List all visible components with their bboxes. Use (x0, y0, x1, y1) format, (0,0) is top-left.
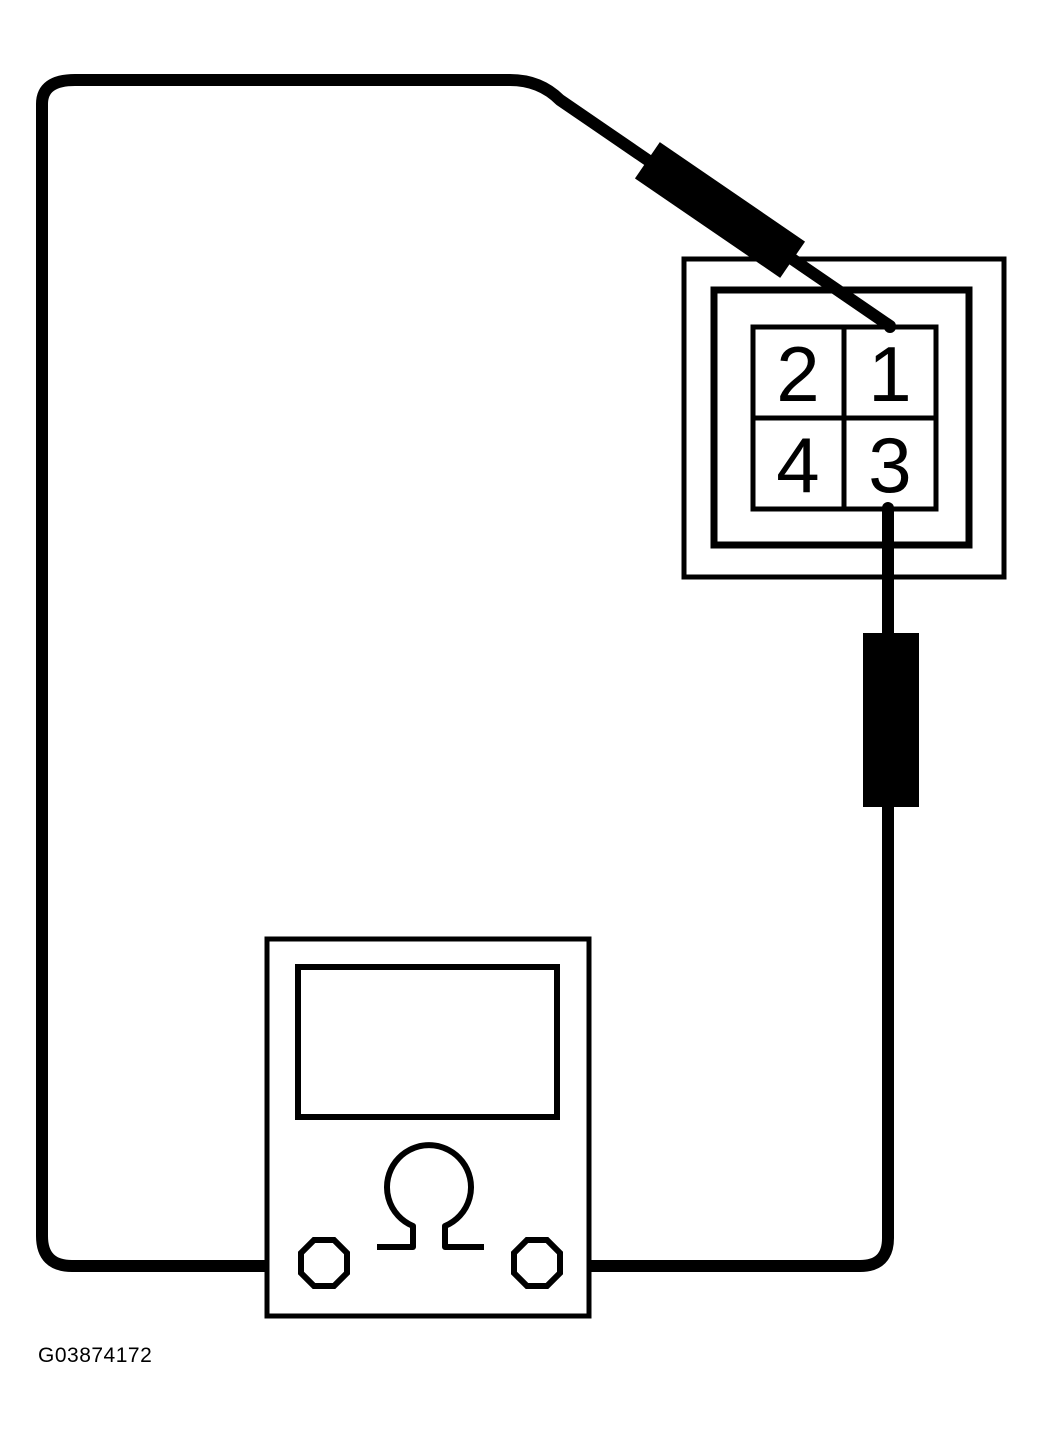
probe-contact-pin-1 (884, 321, 896, 333)
ohmmeter-right-terminal (511, 1237, 563, 1289)
probe-contact-pin-3 (882, 504, 894, 516)
connector-outer-shell (681, 256, 1007, 580)
ohm-icon (377, 1142, 484, 1250)
ohmmeter (264, 936, 592, 1319)
test-lead-left (36, 74, 896, 1272)
figure-id: G03874172 (38, 1344, 153, 1367)
pin-label-4: 4 (776, 421, 819, 509)
connector: 2 1 4 3 (681, 256, 1007, 580)
ohmmeter-left-terminal (298, 1237, 350, 1289)
pin-label-3: 3 (868, 421, 911, 509)
pin-label-2: 2 (776, 330, 819, 418)
pin-label-1: 1 (868, 330, 911, 418)
ohmmeter-display (295, 964, 560, 1120)
probe-tip-pin-1 (795, 261, 895, 331)
probe-handle-right (863, 633, 919, 807)
test-lead-right (554, 502, 894, 1272)
probe-handle-left (634, 142, 806, 278)
